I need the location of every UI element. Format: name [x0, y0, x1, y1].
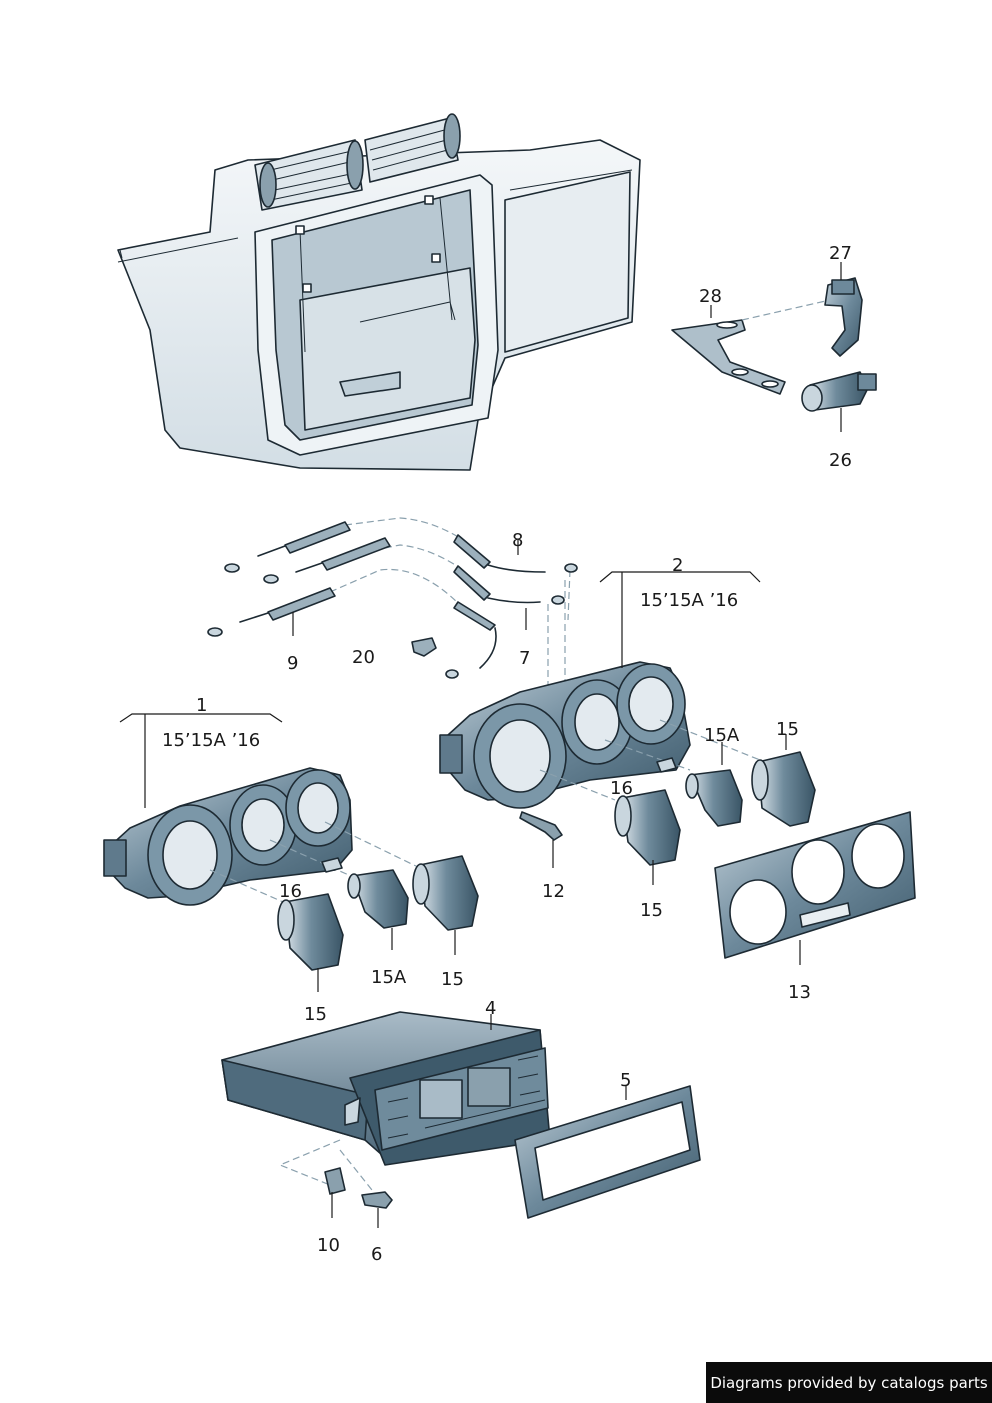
knob-15-lower-left — [277, 893, 344, 971]
air-vent-left — [254, 139, 364, 211]
label-part-1: 1 — [196, 695, 207, 716]
control-cables — [207, 517, 578, 690]
label-part-4: 4 — [485, 998, 496, 1019]
cable-sleeve-lower — [207, 587, 336, 637]
label-part-6: 6 — [371, 1244, 382, 1265]
label-part-16-upper: 16 — [610, 778, 633, 799]
label-part-5: 5 — [620, 1070, 631, 1091]
label-part-20: 20 — [352, 647, 375, 668]
bulb-16-upper — [656, 757, 677, 773]
leader-lines — [119, 262, 842, 1228]
cable-sleeve-upper — [224, 521, 351, 573]
label-part-7: 7 — [519, 648, 530, 669]
clip-part-27 — [824, 277, 863, 357]
trim-frame-part-5 — [514, 1085, 701, 1219]
air-vent-right — [364, 113, 461, 183]
sublabel-part-2: 15’15A ’16 — [640, 590, 738, 611]
label-part-13: 13 — [788, 982, 811, 1003]
label-part-16-lower: 16 — [279, 881, 302, 902]
label-part-15-middle: 15 — [640, 900, 663, 921]
label-part-27: 27 — [829, 243, 852, 264]
cable-sleeve-middle — [263, 537, 391, 584]
control-panel-part-1 — [103, 767, 353, 906]
control-panel-part-2 — [439, 661, 691, 809]
label-part-15-lower-left: 15 — [304, 1004, 327, 1025]
label-part-10: 10 — [317, 1235, 340, 1256]
climate-control-unit-part-4 — [221, 1011, 551, 1166]
knob-15A-upper — [685, 769, 743, 827]
knob-15-upper-right — [751, 751, 816, 827]
bracket-part-28 — [671, 319, 786, 395]
screw-12 — [519, 811, 563, 841]
label-part-12: 12 — [542, 881, 565, 902]
screw-part-6 — [361, 1191, 393, 1209]
label-part-2: 2 — [672, 555, 683, 576]
switch-part-26 — [801, 371, 877, 412]
label-part-15A-lower: 15A — [371, 967, 407, 988]
label-part-15-lower-right: 15 — [441, 969, 464, 990]
label-part-15A-upper: 15A — [704, 725, 740, 746]
label-part-9: 9 — [287, 653, 298, 674]
bulb-16-lower — [321, 857, 343, 873]
trim-panel-part-13 — [714, 811, 916, 959]
label-part-15-upper: 15 — [776, 719, 799, 740]
dashboard-center-console — [117, 113, 641, 471]
label-part-26: 26 — [829, 450, 852, 471]
knob-15-middle-right — [614, 789, 681, 866]
sublabel-part-1: 15’15A ’16 — [162, 730, 260, 751]
clip-part-10 — [324, 1167, 346, 1195]
knob-15-lower-right — [412, 855, 479, 931]
credit-banner: Diagrams provided by catalogs parts — [706, 1362, 992, 1403]
knob-15A-lower — [347, 869, 409, 929]
label-part-8: 8 — [512, 530, 523, 551]
clip-part-20 — [411, 637, 437, 657]
label-part-28: 28 — [699, 286, 722, 307]
